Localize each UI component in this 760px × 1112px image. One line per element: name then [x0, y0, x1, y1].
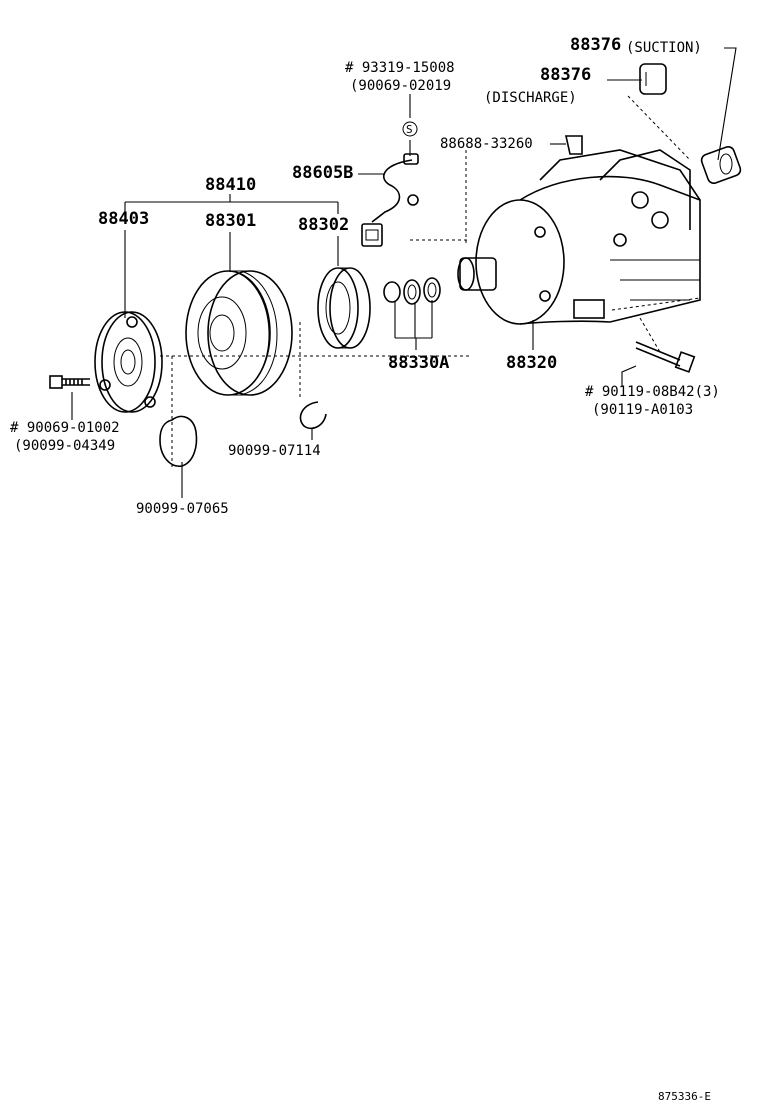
sensor-badge: S [402, 121, 418, 137]
label-suction-note: (SUCTION) [626, 40, 702, 56]
figure-id: 875336-E [658, 1090, 711, 1103]
assembly-lines [160, 95, 701, 470]
screw [49, 375, 90, 389]
label-bolt-note-1: # 90119-08B42(3) [585, 384, 720, 400]
label-sensor-note-1: # 93319-15008 [345, 60, 455, 76]
shim-washer [159, 415, 198, 467]
label-90099-07065: 90099-07065 [136, 501, 229, 517]
label-90099-07114: 90099-07114 [228, 443, 321, 459]
label-88688-33260: 88688-33260 [440, 136, 533, 152]
label-88320: 88320 [506, 353, 557, 373]
label-88330a: 88330A [388, 353, 449, 373]
snap-ring [299, 401, 327, 430]
pulley [185, 270, 293, 396]
label-88301: 88301 [205, 211, 256, 231]
label-screw-note-1: # 90069-01002 [10, 420, 120, 436]
suction-cap [700, 145, 742, 185]
pressure-plate [94, 311, 163, 413]
bracket [565, 135, 583, 155]
label-88376-suction: 88376 [570, 35, 621, 55]
compressor-body [457, 149, 701, 325]
label-88376-discharge: 88376 [540, 65, 591, 85]
label-88410: 88410 [205, 175, 256, 195]
label-discharge-note: (DISCHARGE) [484, 90, 577, 106]
leader-lines [71, 47, 737, 498]
discharge-cap [639, 63, 667, 95]
label-screw-note-2: (90099-04349 [14, 438, 115, 454]
label-88403: 88403 [98, 209, 149, 229]
mounting-bolt [635, 341, 696, 373]
field-coil [317, 267, 371, 349]
label-bolt-note-2: (90119-A0103 [592, 402, 693, 418]
svg-text:S: S [406, 123, 413, 136]
label-88605b: 88605B [292, 163, 353, 183]
shim-set [383, 277, 441, 305]
label-sensor-note-2: (90069-02019 [350, 78, 451, 94]
label-88302: 88302 [298, 215, 349, 235]
harness-wire [361, 153, 419, 247]
